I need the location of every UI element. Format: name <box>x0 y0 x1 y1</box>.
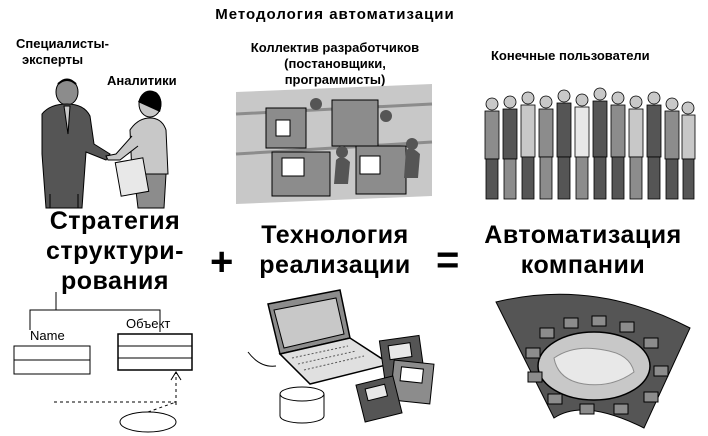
floppy-disk-3 <box>355 375 403 423</box>
entity-object-box <box>117 333 193 371</box>
plus-sign: + <box>210 240 234 284</box>
process-ellipse <box>119 411 177 433</box>
automation-line-1: Автоматизация <box>484 221 682 249</box>
office-illustration <box>235 84 433 204</box>
database-cylinder <box>279 394 325 424</box>
handshake-illustration <box>41 78 169 209</box>
end-users-label: Конечные пользователи <box>491 48 650 63</box>
developers-label: Коллектив разработчиков (постановщики, п… <box>230 40 440 88</box>
structure-diagram <box>13 292 193 433</box>
technology-illustration <box>247 289 435 424</box>
developers-label-line-3: программисты) <box>284 72 386 87</box>
developers-label-line-1: Коллектив разработчиков <box>250 40 420 55</box>
technology-label: Технология реализации <box>250 220 420 280</box>
equals-sign: = <box>436 238 460 282</box>
automation-label: Автоматизация компании <box>478 220 688 280</box>
strategy-line-1: Стратегия <box>49 207 181 235</box>
strategy-line-2: структури- <box>46 237 184 265</box>
entity-name-label: Name <box>30 328 65 343</box>
experts-label-line-2: эксперты <box>22 52 84 67</box>
technology-line-1: Технология <box>261 221 409 249</box>
strategy-label: Стратегия структури- рования <box>20 206 210 296</box>
strategy-line-3: рования <box>60 267 170 295</box>
analysts-label: Аналитики <box>107 73 177 88</box>
conference-illustration <box>495 293 691 429</box>
developers-label-line-2: (постановщики, <box>284 56 386 71</box>
automation-line-2: компании <box>520 251 646 279</box>
experts-label: Специалисты- эксперты <box>16 36 109 68</box>
entity-object-label: Объект <box>126 316 171 331</box>
technology-line-2: реализации <box>259 251 411 279</box>
page-title: Методология автоматизации <box>215 6 455 23</box>
experts-label-line-1: Специалисты- <box>16 36 109 51</box>
users-group-illustration <box>484 87 696 200</box>
